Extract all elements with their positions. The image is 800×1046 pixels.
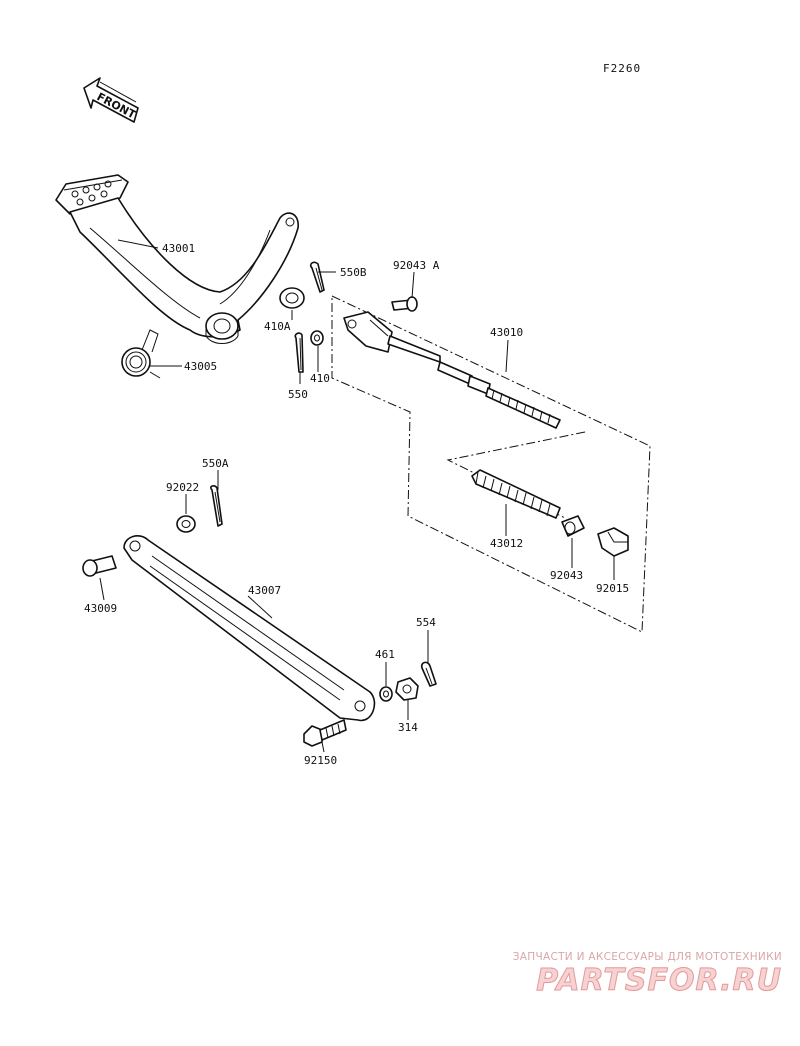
label-550a: 550A [202, 457, 229, 470]
label-410a: 410A [264, 320, 291, 333]
label-92043: 92043 [550, 569, 583, 582]
collar-92043 [561, 515, 585, 537]
label-550b: 550B [340, 266, 367, 279]
adjuster-nut-92015 [597, 527, 629, 557]
label-461: 461 [375, 648, 395, 661]
washer-410a [279, 287, 305, 309]
washer-92022 [176, 515, 196, 533]
nut-314 [395, 677, 419, 701]
label-314: 314 [398, 721, 418, 734]
label-43005: 43005 [184, 360, 217, 373]
watermark-logo: PARTSFOR.RU [536, 963, 782, 999]
label-554: 554 [416, 616, 436, 629]
label-43001: 43001 [162, 242, 195, 255]
brake-link-43007 [123, 535, 376, 722]
cotter-pin-550b [309, 261, 325, 293]
label-410: 410 [310, 372, 330, 385]
label-92015: 92015 [596, 582, 629, 595]
label-43012: 43012 [490, 537, 523, 550]
front-arrow-label: FRONT [95, 90, 139, 121]
washer-410 [310, 330, 324, 346]
label-550: 550 [288, 388, 308, 401]
leader-lines [99, 239, 615, 753]
bolt-92150 [303, 719, 347, 747]
label-43007: 43007 [248, 584, 281, 597]
pin-92043a [391, 296, 418, 312]
washer-461 [379, 686, 393, 702]
label-92043a: 92043 A [393, 259, 440, 272]
label-92150: 92150 [304, 754, 337, 767]
torsion-spring [121, 329, 161, 379]
return-spring [471, 469, 561, 519]
front-arrow-icon: FRONT [83, 77, 139, 123]
brake-pedal [55, 174, 299, 344]
clip-554 [420, 661, 437, 687]
label-43009: 43009 [84, 602, 117, 615]
assembly-outline [331, 295, 651, 633]
label-92022: 92022 [166, 481, 199, 494]
cotter-pin-550a [210, 485, 223, 527]
watermark: ЗАПЧАСТИ И АКСЕССУАРЫ ДЛЯ МОТОТЕХНИКИ PA… [512, 951, 782, 999]
watermark-tagline: ЗАПЧАСТИ И АКСЕССУАРЫ ДЛЯ МОТОТЕХНИКИ [512, 951, 782, 963]
brake-rod [343, 311, 561, 429]
figure-code: F2260 [603, 62, 641, 75]
clevis-pin-43009 [82, 555, 117, 577]
cotter-pin-550 [294, 332, 304, 373]
label-43010: 43010 [490, 326, 523, 339]
